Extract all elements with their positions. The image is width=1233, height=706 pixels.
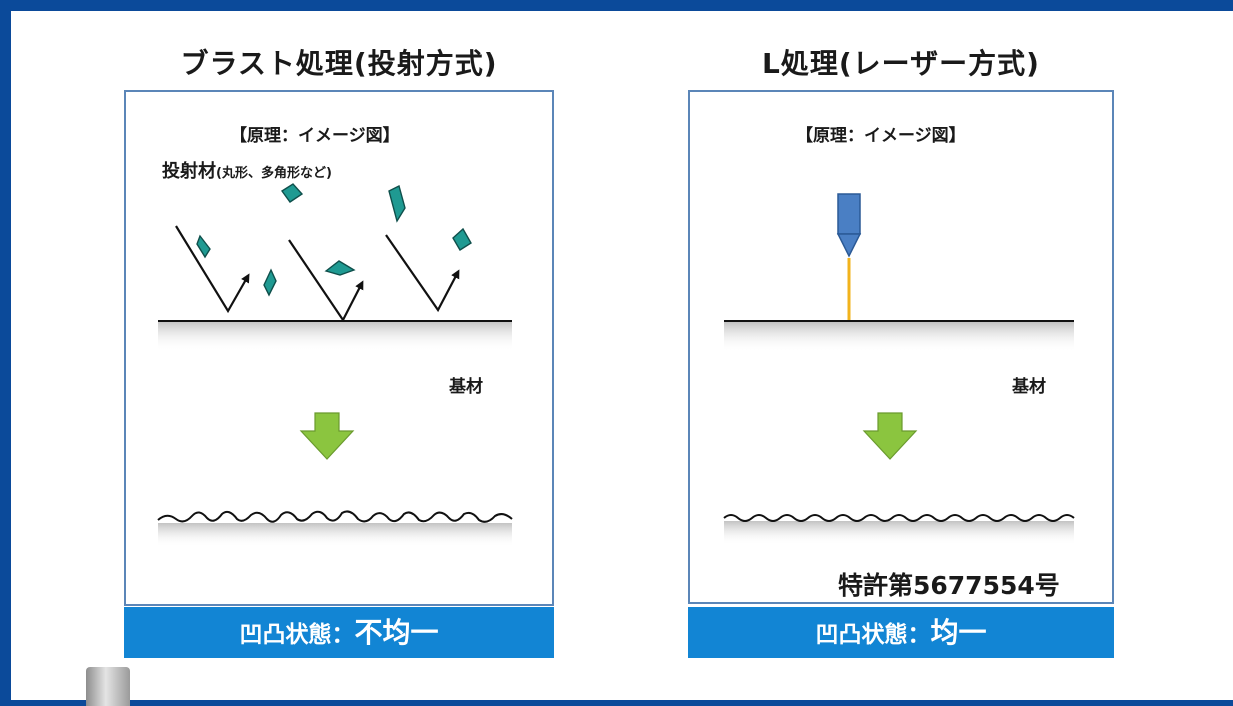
- blast-result-bar: 凹凸状態：不均一: [124, 607, 554, 658]
- laser-result-value: 均一: [930, 616, 987, 649]
- blast-reflection-path-1: [175, 225, 250, 314]
- laser-down-arrow: [862, 412, 918, 460]
- laser-principle-label: 【原理：イメージ図】: [796, 126, 966, 146]
- particle-1: [196, 234, 211, 259]
- laser-wavy-shading: [724, 521, 1074, 545]
- laser-head-nozzle: [836, 233, 862, 258]
- frame-top-border: [0, 0, 1233, 11]
- blast-base-label: 基材: [449, 377, 483, 397]
- particle-2: [280, 183, 304, 203]
- cylinder-thumbnail: [86, 667, 130, 706]
- media-note-text: (丸形、多角形など): [216, 166, 332, 181]
- blast-media-label: 投射材(丸形、多角形など): [162, 157, 332, 183]
- laser-result-bar: 凹凸状態：均一: [688, 607, 1114, 658]
- blast-rough-surface: [157, 510, 513, 523]
- media-label-text: 投射材: [162, 161, 216, 182]
- laser-result-prefix: 凹凸状態：: [815, 622, 931, 648]
- particle-5: [324, 260, 356, 276]
- particle-6: [263, 268, 277, 297]
- blast-panel-title: ブラスト処理(投射方式): [180, 47, 498, 80]
- blast-result-prefix: 凹凸状態：: [239, 622, 355, 648]
- blast-rough-shading: [158, 523, 512, 547]
- laser-panel-title: L処理(レーザー方式): [762, 47, 1040, 80]
- particle-3: [388, 184, 406, 223]
- laser-uniform-surface: [723, 514, 1075, 522]
- blast-down-arrow: [299, 412, 355, 460]
- laser-head-body: [837, 193, 861, 235]
- frame-bottom-border: [11, 700, 1233, 706]
- blast-reflection-path-3: [385, 234, 460, 313]
- patent-number: 特許第5677554号: [838, 571, 1060, 600]
- laser-substrate-shading: [724, 322, 1074, 352]
- particle-4: [452, 227, 472, 251]
- blast-substrate-shading: [158, 321, 512, 351]
- blast-principle-label: 【原理：イメージ図】: [230, 126, 400, 146]
- blast-result-value: 不均一: [354, 616, 439, 649]
- laser-base-label: 基材: [1012, 377, 1046, 397]
- frame-left-border: [0, 0, 11, 706]
- blast-reflection-path-2: [288, 239, 364, 323]
